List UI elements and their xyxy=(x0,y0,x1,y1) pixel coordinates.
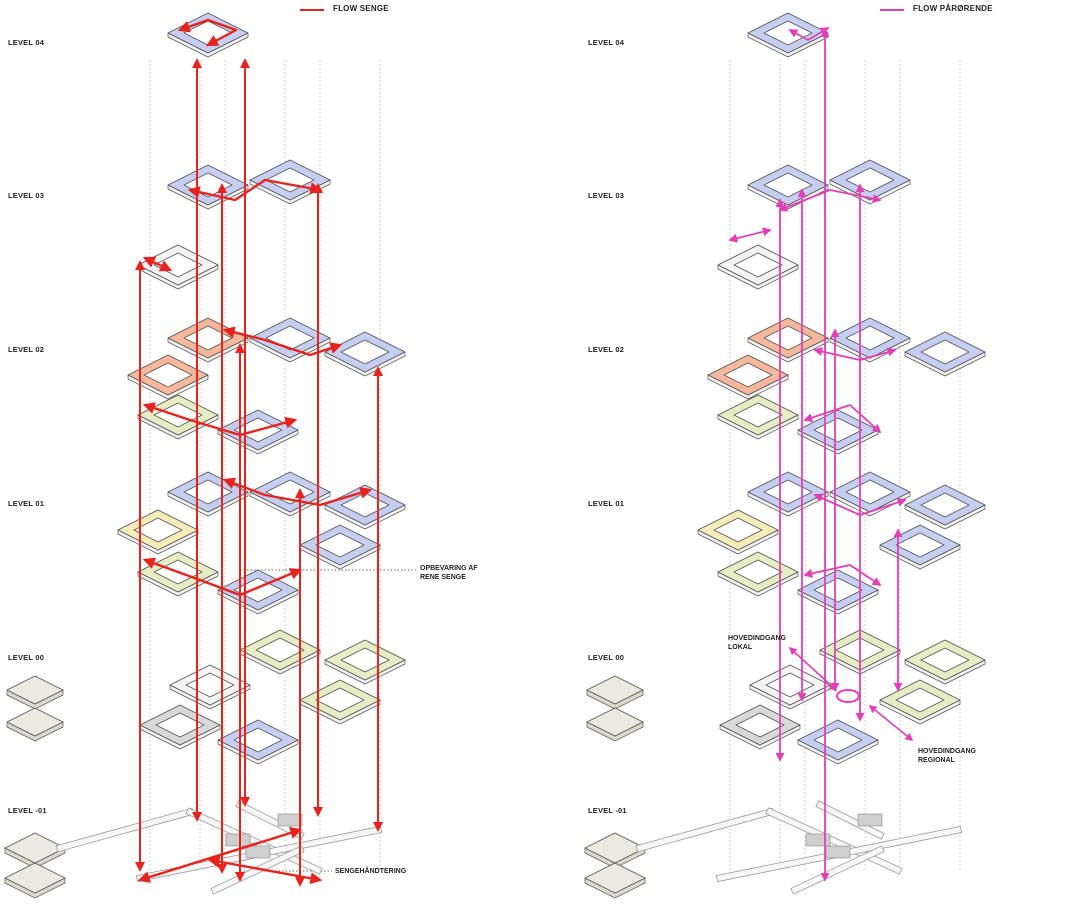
left-basement-pad xyxy=(4,832,66,864)
left-legend-label: FLOW SENGE xyxy=(333,4,389,13)
right-basement-pad xyxy=(584,832,646,864)
right-l03-module-void xyxy=(733,252,783,278)
right-level-03-label: LEVEL 03 xyxy=(588,191,625,200)
right-level-04-label: LEVEL 04 xyxy=(588,38,625,47)
left-level-01-label: LEVEL 01 xyxy=(8,499,45,508)
left-level-02-label: LEVEL 02 xyxy=(8,345,45,354)
entrance-regional-arrow xyxy=(868,704,914,742)
right-l01-module-void xyxy=(733,559,783,585)
parorende-horizontal-flow xyxy=(803,564,882,586)
right-level-02-label: LEVEL 02 xyxy=(588,345,625,354)
right-pad xyxy=(586,675,644,705)
parorende-horizontal-flow xyxy=(813,347,897,361)
left-basement-pad xyxy=(4,862,66,894)
parorende-horizontal-flow xyxy=(778,189,882,212)
left-l02-module-void xyxy=(340,339,390,365)
right-corridor xyxy=(791,846,884,894)
right-l01-module-void xyxy=(895,532,945,558)
left-level-04-label: LEVEL 04 xyxy=(8,38,45,47)
senge-horizontal-flow xyxy=(142,256,173,272)
senge-horizontal-flow xyxy=(137,827,303,883)
left-l01-module-void xyxy=(315,532,365,558)
entrance-local-arrow xyxy=(788,646,838,692)
right-pad xyxy=(586,707,644,737)
left-shaft-block xyxy=(225,833,251,847)
right-level-minus01-label: LEVEL -01 xyxy=(588,806,627,815)
senge-horizontal-flow xyxy=(222,326,343,357)
right-l00-module-void xyxy=(920,647,970,673)
right-l02-module-void xyxy=(723,362,773,388)
parorende-horizontal-flow xyxy=(788,27,830,41)
right-legend-swatch xyxy=(880,9,904,11)
left-legend-swatch xyxy=(300,9,324,11)
right-l01-module-void xyxy=(920,492,970,518)
left-level-00-label: LEVEL 00 xyxy=(8,653,45,662)
senge-horizontal-flow xyxy=(187,178,323,202)
right-level-01-label: LEVEL 01 xyxy=(588,499,625,508)
left-shaft-block xyxy=(245,845,271,859)
flow-lines xyxy=(135,18,914,887)
right-legend-label: FLOW PÅRØRENDE xyxy=(913,4,993,13)
left-pad xyxy=(6,675,64,705)
right-shaft-block xyxy=(825,845,851,859)
right-l02-module-void xyxy=(733,402,783,428)
left-l02-module-void xyxy=(143,362,193,388)
parorende-horizontal-flow xyxy=(803,404,882,434)
right-basement-pad xyxy=(584,862,646,894)
left-l00-module-void xyxy=(315,687,365,713)
right-l02-module-void xyxy=(920,339,970,365)
left-pad xyxy=(6,707,64,737)
left-shaft-block xyxy=(277,813,303,827)
right-shaft-block xyxy=(857,813,883,827)
left-level-minus01-label: LEVEL -01 xyxy=(8,806,47,815)
annotation-handling: SENGEHÅNDTERING xyxy=(335,868,407,875)
senge-horizontal-flow xyxy=(222,477,373,507)
right-l01-module-void xyxy=(713,517,763,543)
right-corridor xyxy=(816,801,884,839)
senge-horizontal-flow xyxy=(207,855,323,885)
senge-horizontal-flow xyxy=(177,18,238,47)
senge-horizontal-flow xyxy=(142,557,303,597)
parorende-horizontal-flow xyxy=(813,493,907,516)
left-corridor xyxy=(56,808,194,852)
parorende-horizontal-flow xyxy=(728,227,772,243)
right-shaft-block xyxy=(805,833,831,847)
floor-slabs xyxy=(4,12,986,899)
entrance-hub-ring xyxy=(836,689,860,703)
right-corridor xyxy=(636,808,774,852)
right-corridor xyxy=(766,808,902,874)
senge-horizontal-flow xyxy=(142,402,298,437)
right-level-00-label: LEVEL 00 xyxy=(588,653,625,662)
left-level-03-label: LEVEL 03 xyxy=(8,191,45,200)
